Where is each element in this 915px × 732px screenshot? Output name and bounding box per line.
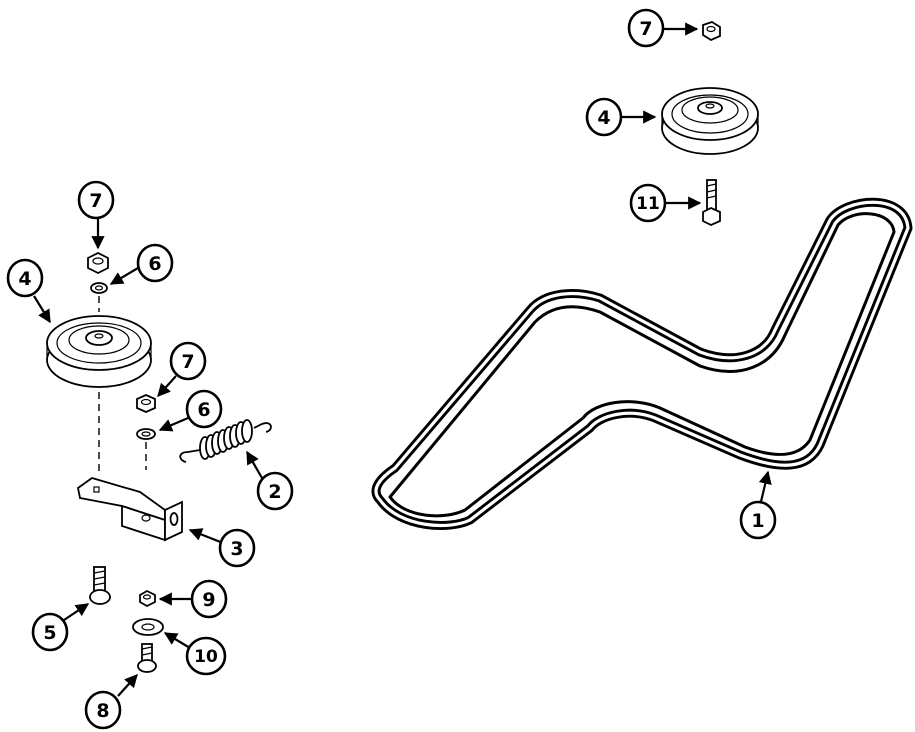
hex-bolt <box>702 179 721 226</box>
callout-11: 11 <box>629 183 667 223</box>
callout-10-label: 10 <box>194 647 218 667</box>
callout-3-label: 3 <box>230 538 243 560</box>
callout-11-label: 11 <box>636 194 660 214</box>
callout-2: 2 <box>256 471 294 511</box>
carriage-bolt-5 <box>89 566 111 605</box>
callout-2-label: 2 <box>268 481 281 503</box>
callout-7-upper-left: 7 <box>77 180 115 220</box>
lock-washer-upper <box>90 282 108 294</box>
nut-upper-left <box>87 251 109 275</box>
callout-7-lower-left-label: 7 <box>181 351 194 373</box>
callout-6-upper: 6 <box>136 243 174 283</box>
callout-5: 5 <box>31 612 69 652</box>
callout-6-upper-label: 6 <box>148 253 161 275</box>
nut-right <box>702 21 721 42</box>
callout-1-label: 1 <box>751 510 764 532</box>
callout-9-label: 9 <box>202 589 215 611</box>
callout-8-label: 8 <box>96 700 109 722</box>
callout-4-left-label: 4 <box>18 268 31 290</box>
leader-lines <box>33 22 772 697</box>
callout-7-right: 7 <box>627 8 665 48</box>
lock-washer-lower <box>136 428 156 440</box>
belt <box>371 197 913 530</box>
idler-pulley-right <box>661 87 759 155</box>
callout-5-label: 5 <box>43 622 56 644</box>
bracket <box>77 477 183 542</box>
callout-8: 8 <box>84 690 122 730</box>
nut-9 <box>139 589 156 608</box>
flat-washer-10 <box>132 618 164 636</box>
callout-7-lower-left: 7 <box>169 341 207 381</box>
callout-7-right-label: 7 <box>639 18 652 40</box>
callout-6-lower-label: 6 <box>197 399 210 421</box>
callout-6-lower: 6 <box>185 389 223 429</box>
spring <box>179 419 272 463</box>
callout-10: 10 <box>185 636 227 676</box>
callout-9: 9 <box>190 579 228 619</box>
callout-3: 3 <box>218 528 256 568</box>
idler-pulley-left <box>46 315 152 388</box>
carriage-bolt-8 <box>137 643 157 673</box>
callout-1: 1 <box>739 500 777 540</box>
callout-4-right: 4 <box>585 97 623 137</box>
callout-4-left: 4 <box>6 258 44 298</box>
callout-4-right-label: 4 <box>597 107 610 129</box>
callout-7-upper-left-label: 7 <box>89 190 102 212</box>
nut-lower-left <box>136 394 156 413</box>
